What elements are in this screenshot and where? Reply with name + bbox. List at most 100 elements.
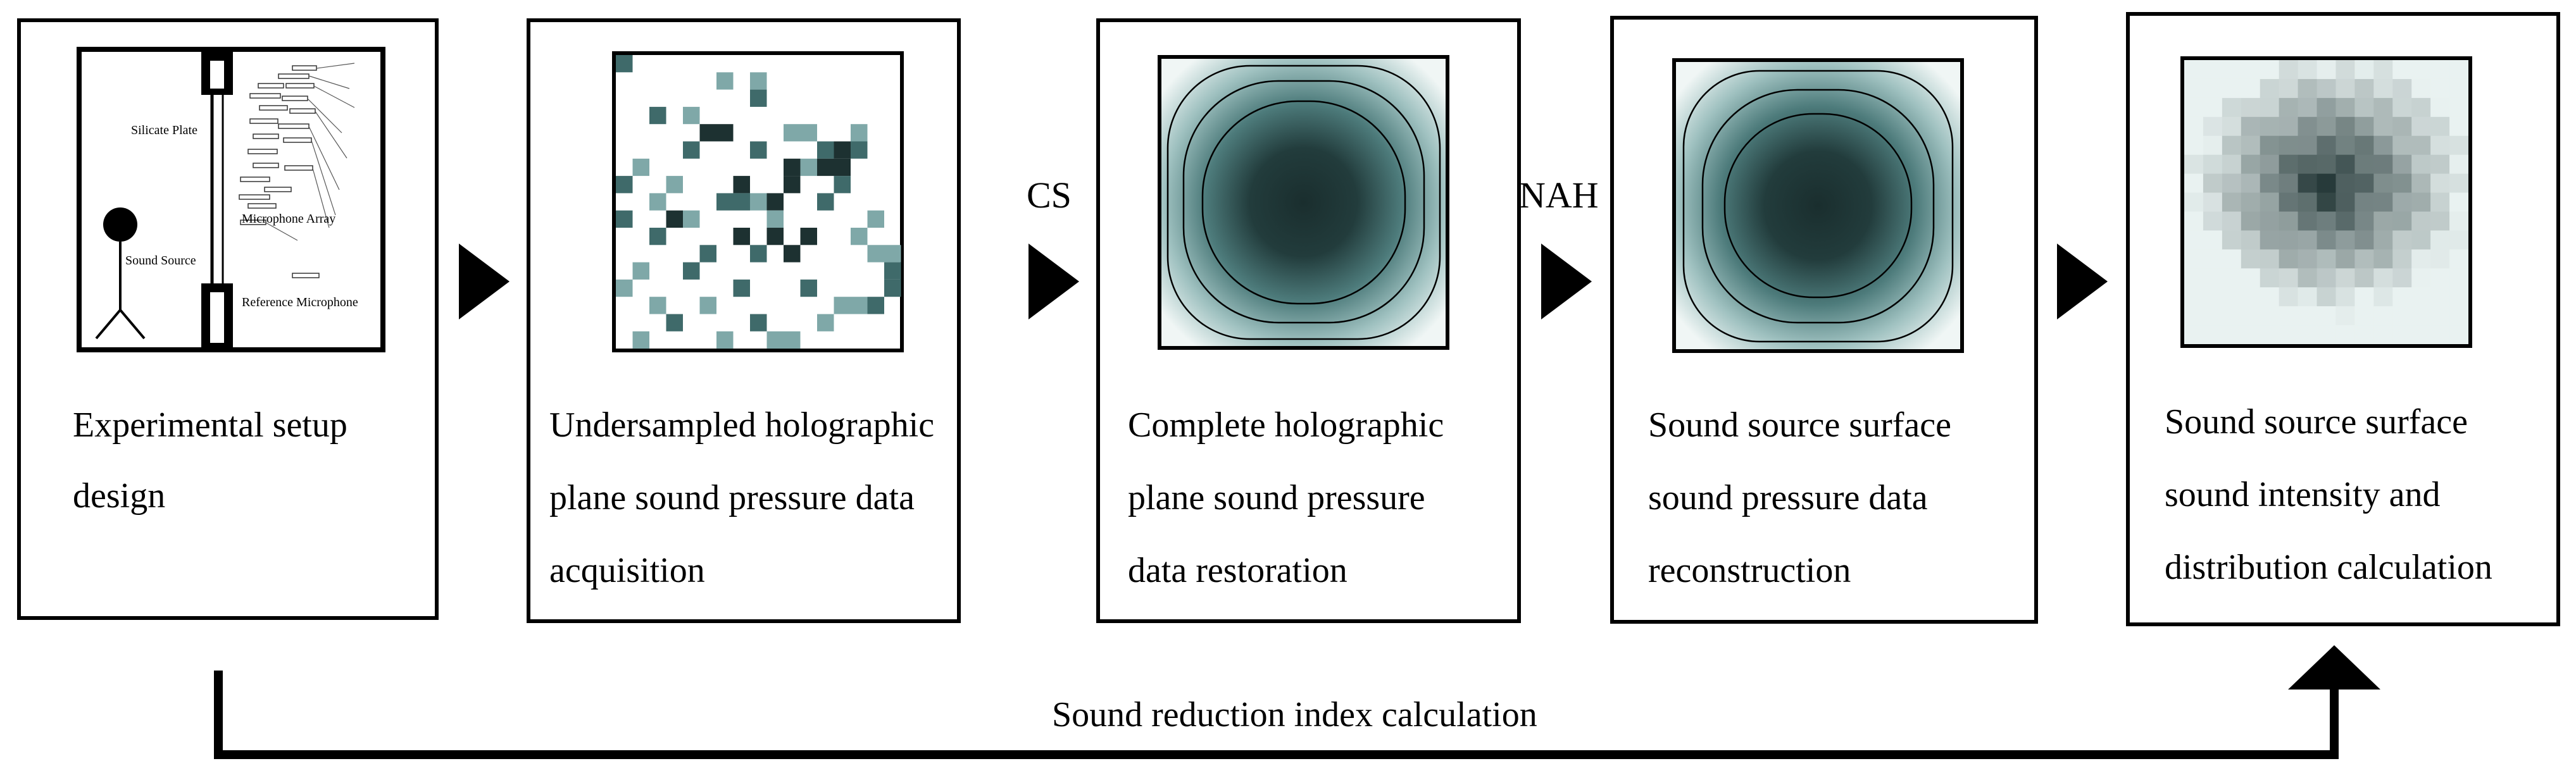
sample-cell: [699, 297, 716, 314]
intensity-pixel: [2241, 230, 2261, 250]
sample-cell: [766, 228, 784, 245]
intensity-pixel: [2203, 211, 2223, 231]
sample-cell: [632, 331, 649, 349]
intensity-map-figure: [2180, 56, 2472, 348]
intensity-pixel: [2298, 60, 2318, 80]
intensity-pixel: [2449, 268, 2469, 288]
intensity-pixel: [2241, 97, 2261, 118]
intensity-pixel: [2392, 154, 2412, 175]
sample-cell: [784, 124, 801, 142]
intensity-pixel: [2203, 306, 2223, 326]
intensity-pixel: [2298, 97, 2318, 118]
sample-cell: [766, 331, 784, 349]
intensity-pixel: [2449, 173, 2469, 194]
intensity-pixel: [2392, 97, 2412, 118]
intensity-pixel: [2222, 325, 2242, 345]
intensity-pixel: [2317, 192, 2337, 213]
intensity-pixel: [2411, 116, 2431, 137]
intensity-pixel: [2430, 135, 2450, 156]
intensity-pixel: [2411, 173, 2431, 194]
intensity-pixel: [2260, 192, 2280, 213]
sample-cell: [683, 262, 700, 280]
intensity-pixel: [2241, 135, 2261, 156]
intensity-pixel: [2392, 211, 2412, 231]
sample-cell: [649, 228, 666, 245]
intensity-pixel: [2373, 287, 2393, 307]
intensity-pixel: [2354, 287, 2374, 307]
intensity-pixel: [2449, 249, 2469, 269]
intensity-pixel: [2203, 173, 2223, 194]
intensity-pixel: [2279, 173, 2299, 194]
intensity-pixel: [2203, 116, 2223, 137]
intensity-pixel: [2373, 135, 2393, 156]
intensity-pixel: [2354, 268, 2374, 288]
intensity-pixel: [2411, 78, 2431, 99]
intensity-pixel: [2392, 173, 2412, 194]
intensity-pixel: [2317, 78, 2337, 99]
sample-cell: [800, 124, 817, 142]
intensity-pixel: [2203, 97, 2223, 118]
intensity-pixel: [2411, 230, 2431, 250]
intensity-pixel: [2203, 325, 2223, 345]
intensity-pixel: [2430, 154, 2450, 175]
intensity-pixel: [2241, 268, 2261, 288]
intensity-pixel: [2449, 135, 2469, 156]
intensity-pixel: [2449, 78, 2469, 99]
sample-cell: [632, 158, 649, 176]
sample-cell: [733, 193, 750, 211]
intensity-pixel: [2354, 97, 2374, 118]
sample-cell: [750, 89, 767, 107]
intensity-pixel: [2449, 211, 2469, 231]
sample-cell: [632, 262, 649, 280]
intensity-pixel: [2449, 154, 2469, 175]
intensity-pixel: [2203, 78, 2223, 99]
intensity-pixel: [2317, 154, 2337, 175]
intensity-pixel: [2279, 116, 2299, 137]
sample-cell: [666, 176, 683, 194]
intensity-pixel: [2222, 287, 2242, 307]
intensity-pixel: [2449, 287, 2469, 307]
intensity-pixel: [2449, 306, 2469, 326]
sample-cell: [733, 228, 750, 245]
intensity-pixel: [2222, 268, 2242, 288]
intensity-pixel: [2449, 97, 2469, 118]
intensity-pixel: [2184, 78, 2204, 99]
intensity-pixel: [2335, 249, 2355, 269]
sample-cell: [834, 141, 851, 159]
intensity-pixel: [2222, 306, 2242, 326]
intensity-pixel: [2298, 116, 2318, 137]
intensity-pixel: [2317, 249, 2337, 269]
sample-cell: [616, 55, 633, 73]
sample-cell: [867, 210, 884, 228]
intensity-pixel: [2373, 306, 2393, 326]
intensity-pixel: [2392, 268, 2412, 288]
intensity-pixel: [2222, 60, 2242, 80]
intensity-pixel: [2298, 135, 2318, 156]
intensity-pixel: [2241, 287, 2261, 307]
label-sound-source: Sound Source: [125, 254, 196, 268]
intensity-pixel: [2222, 173, 2242, 194]
intensity-pixel: [2430, 116, 2450, 137]
intensity-pixel: [2317, 116, 2337, 137]
intensity-pixel: [2279, 60, 2299, 80]
intensity-pixel: [2298, 192, 2318, 213]
sample-cell: [817, 158, 834, 176]
intensity-pixel: [2260, 268, 2280, 288]
sample-cell: [834, 158, 851, 176]
intensity-pixel: [2222, 192, 2242, 213]
sample-cell: [750, 314, 767, 331]
sample-cell: [733, 279, 750, 297]
intensity-pixel: [2184, 230, 2204, 250]
intensity-pixel: [2335, 60, 2355, 80]
intensity-pixel: [2430, 230, 2450, 250]
step-box-setup: Silicate Plate Microphone Array Sound So…: [17, 18, 439, 620]
intensity-pixel: [2354, 116, 2374, 137]
intensity-pixel: [2373, 116, 2393, 137]
intensity-pixel: [2260, 211, 2280, 231]
intensity-pixel: [2222, 135, 2242, 156]
intensity-pixel: [2260, 306, 2280, 326]
intensity-pixel: [2298, 211, 2318, 231]
